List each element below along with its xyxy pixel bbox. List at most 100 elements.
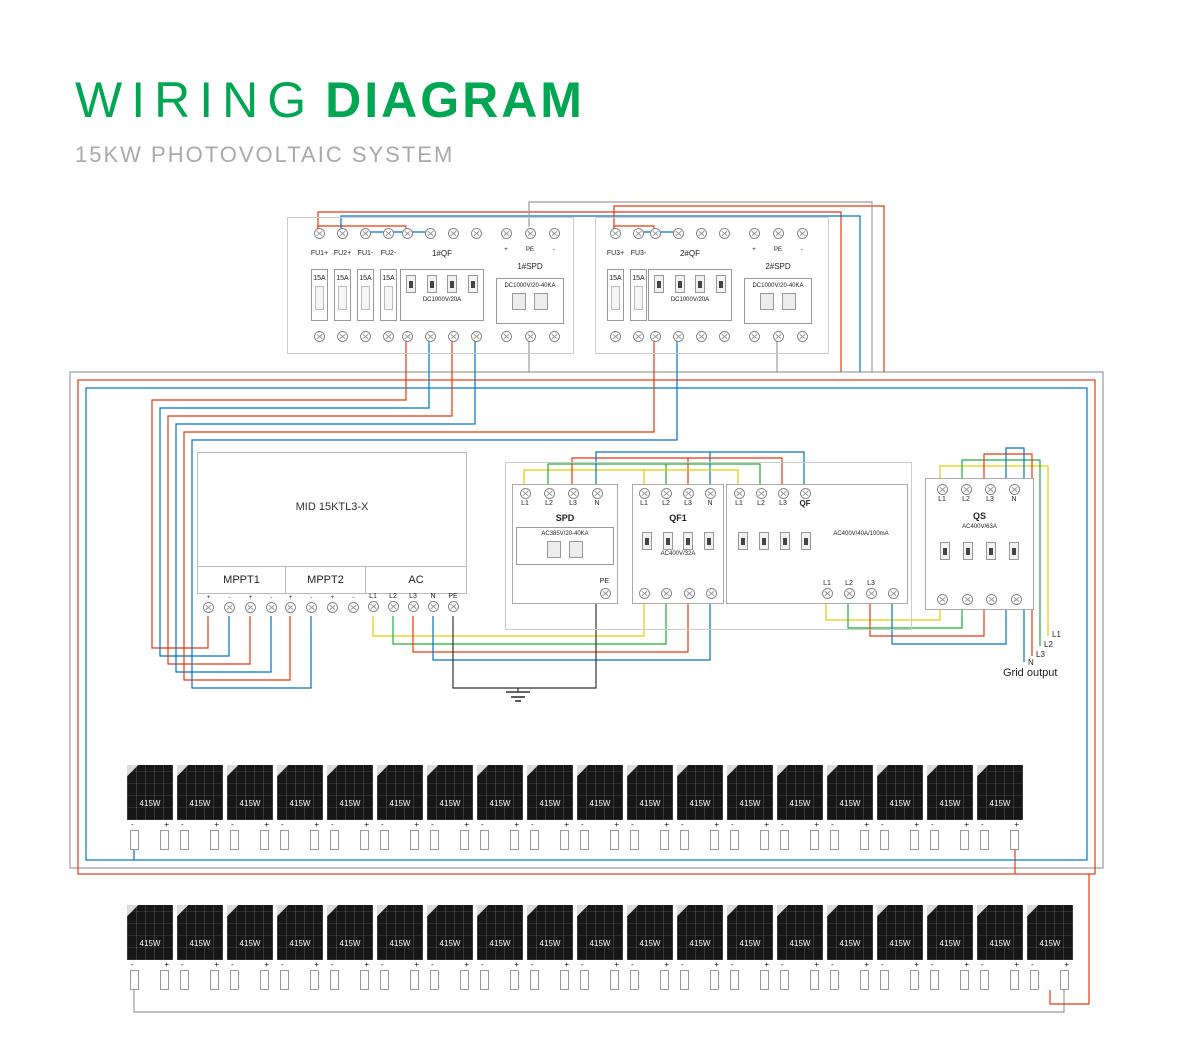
panel-neg-label: -: [981, 960, 984, 969]
fuse-slot-icon: [634, 285, 643, 310]
mc4-connector-icon: [310, 830, 319, 850]
pv-panel-cells: 415W: [827, 765, 873, 820]
polarity-label: -: [270, 595, 273, 601]
panel-neg-label: -: [731, 960, 734, 969]
panel-pos-label: +: [664, 820, 669, 829]
qs-rating: AC400V/63A: [962, 524, 997, 530]
panel-polarity: - +: [327, 960, 373, 970]
dc-combiner-box-1: FU1+ 15A FU2+ 15A FU1- 15A: [287, 217, 574, 354]
mc4-connector-icon: [580, 970, 589, 990]
screw-terminal-icon: [203, 602, 214, 613]
pv-panel-cells: 415W: [227, 765, 273, 820]
pv-panel-cells: 415W: [477, 765, 523, 820]
spd-terminal-labels: +PE-: [742, 246, 814, 254]
panel-connectors: [727, 970, 773, 990]
screw-terminal-icon: [986, 594, 998, 605]
screw-terminal-icon: [543, 488, 555, 499]
panel-wattage: 415W: [989, 939, 1011, 948]
panel-pos-label: +: [964, 820, 969, 829]
panel-polarity: - +: [427, 820, 473, 830]
screw-terminal-icon: [821, 588, 833, 599]
polarity-label: -: [228, 595, 231, 601]
spd-windows: [511, 292, 548, 310]
screw-terminal-icon: [799, 488, 811, 499]
screw-terminal-icon: [448, 228, 459, 239]
panel-neg-label: -: [831, 820, 834, 829]
ac-distribution-box: [505, 462, 912, 630]
mc4-connector-icon: [930, 970, 939, 990]
screw-terminal-icon: [1008, 484, 1020, 495]
breaker-handle-icon: [779, 532, 790, 550]
panel-polarity: - +: [577, 820, 623, 830]
screw-terminal-icon: [1011, 594, 1023, 605]
inverter-model: MID 15KTL3-X: [295, 501, 369, 513]
screw-terminal-icon: [936, 594, 948, 605]
pv-panel: 415W - +: [727, 905, 773, 990]
dc-breaker-2: 2#QF DC1000V/20A: [644, 228, 736, 342]
screw-terminal-icon: [425, 228, 436, 239]
pv-string-row-1: 415W - + 415W - + 415W: [127, 765, 1023, 850]
panel-connectors: [527, 830, 573, 850]
panel-connectors: [677, 830, 723, 850]
fuse-label: FU1+: [310, 250, 329, 258]
mc4-connector-icon: [610, 970, 619, 990]
panel-pos-label: +: [714, 960, 719, 969]
panel-pos-label: +: [814, 820, 819, 829]
mc4-connector-icon: [210, 970, 219, 990]
screw-terminal-icon: [348, 602, 359, 613]
panel-polarity: - +: [127, 820, 173, 830]
screw-terminal-icon: [650, 330, 661, 342]
panel-pos-label: +: [564, 820, 569, 829]
breaker-handle-icon: [940, 542, 951, 560]
panel-neg-label: -: [331, 960, 334, 969]
fuse-slot-icon: [384, 285, 393, 310]
polarity-label: +: [288, 595, 293, 601]
polarity-label: +: [330, 595, 335, 601]
grid-output-caption: Grid output: [1003, 667, 1058, 679]
pv-panel: 415W - +: [577, 905, 623, 990]
panel-pos-label: +: [214, 960, 219, 969]
pv-panel: 415W - +: [427, 765, 473, 850]
handle-row: [732, 532, 816, 550]
panel-wattage: 415W: [689, 939, 711, 948]
pv-panel-cells: 415W: [277, 765, 323, 820]
mc4-connector-icon: [680, 830, 689, 850]
breaker-handle-icon: [662, 532, 673, 550]
panel-connectors: [477, 970, 523, 990]
panel-wattage: 415W: [439, 939, 461, 948]
screw-terminal-icon: [383, 330, 394, 342]
panel-connectors: [127, 970, 173, 990]
qs-label: QS: [972, 511, 986, 521]
mc4-connector-icon: [760, 830, 769, 850]
panel-neg-label: -: [381, 960, 384, 969]
screw-terminal-icon: [650, 228, 661, 239]
ac-terminals: L1 L2 L3 N PE: [363, 592, 463, 612]
screw-terminal-icon: [471, 330, 482, 342]
screw-terminal-icon: [696, 330, 707, 342]
mc4-connector-icon: [360, 970, 369, 990]
screw-terminal-icon: [524, 331, 536, 342]
terminal: L1: [513, 488, 537, 508]
panel-pos-label: +: [614, 820, 619, 829]
pv-panel: 415W - +: [127, 765, 173, 850]
panel-polarity: - +: [827, 820, 873, 830]
spd-window-icon: [511, 292, 526, 310]
panel-wattage: 415W: [689, 799, 711, 808]
screw-terminal-icon: [600, 588, 611, 599]
pv-panel: 415W - +: [827, 765, 873, 850]
qf-rcbo-module: L1 L2 L3 QF AC400V/40A/100mA L1 L2 L3: [726, 484, 908, 604]
qf-bottom-terminals: L1 L2 L3: [816, 579, 904, 599]
pv-panel-cells: 415W: [527, 765, 573, 820]
pv-panel-cells: 415W: [827, 905, 873, 960]
pv-panel: 415W - +: [277, 905, 323, 990]
screw-row: [494, 228, 566, 239]
panel-connectors: [327, 830, 373, 850]
mc4-connector-icon: [630, 970, 639, 990]
panel-connectors: [277, 830, 323, 850]
ac-spd-pe-label: PE: [599, 578, 609, 585]
panel-neg-label: -: [681, 960, 684, 969]
breaker-body: DC1000V/20A: [399, 268, 485, 321]
fuse-slot-icon: [338, 285, 347, 310]
panel-wattage: 415W: [189, 939, 211, 948]
screw-terminal-icon: [638, 588, 650, 599]
